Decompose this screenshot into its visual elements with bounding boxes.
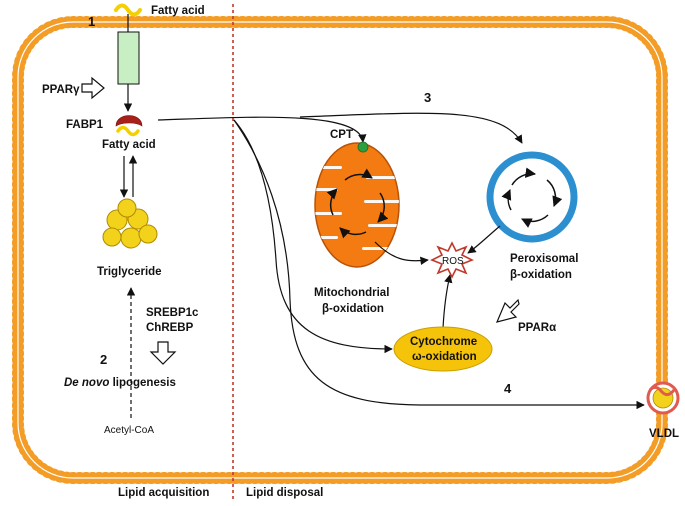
step-1-label: 1 [88,14,95,29]
mito-label-line1: Mitochondrial [314,287,389,299]
cyto-label-line1: Cytochrome [410,336,477,348]
fatty-acid-label-inner: Fatty acid [102,139,156,151]
mitochondrion [314,142,400,268]
fatty-acid-icon-top [114,3,142,17]
ppar-alpha-label: PPARα [518,322,556,334]
ros-burst-icon [430,241,474,279]
srebp-chrebp-arrow-icon [149,341,177,365]
triglyceride-label: Triglyceride [97,266,162,278]
de-novo-lipogenesis-label: De novo lipogenesis [64,377,176,389]
fatty-acid-to-peroxisome-arrow [299,112,523,144]
perox-label-line1: Peroxisomal [510,253,578,265]
fatty-acid-transporter [117,31,140,85]
cyto-label-line2: ω-oxidation [412,351,477,363]
ppar-gamma-arrow-icon [81,76,105,100]
lipid-acquisition-label: Lipid acquisition [118,487,209,499]
cell-membrane [12,16,668,484]
ppar-alpha-arrow-icon [495,298,520,323]
vldl-label: VLDL [649,428,679,440]
step-2-label: 2 [100,352,107,367]
perox-cycle-arrow-4 [501,189,512,211]
fatty-acid-to-vldl-arrow [233,119,645,410]
mito-to-ros-arrow [374,241,429,266]
peroxisome [486,151,578,243]
step-3-label: 3 [424,90,431,105]
ppar-gamma-label: PPARγ [42,84,80,96]
perox-to-ros-arrow [467,225,501,254]
fatty-acid-to-cpt-arrow [157,116,367,143]
cpt-dot [357,141,369,153]
fatty-acid-bound-icon [116,125,140,137]
perox-cycle-arrow-3 [521,214,549,228]
ros-label: ROS [442,256,464,267]
fabp1-label: FABP1 [66,119,104,131]
perox-label-line2: β-oxidation [510,269,572,281]
mito-cycle-arrow-4 [326,188,338,216]
mito-cycle-arrow-1 [344,168,373,181]
cyto-to-ros-arrow [442,274,453,329]
step-4-label: 4 [504,381,512,396]
triglyceride-droplet-icon [102,198,158,249]
vldl-particle-icon [646,381,680,415]
perox-cycle-arrow-1 [511,167,537,186]
mito-cycle-arrow-3 [339,227,367,239]
fabp1-icon [115,115,143,127]
fatty-acid-label-top: Fatty acid [151,5,205,17]
cpt-label: CPT [330,129,353,141]
chrebp-label: ChREBP [146,322,194,334]
acetyl-coa-label: Acetyl-CoA [104,425,154,436]
lipid-disposal-label: Lipid disposal [246,487,323,499]
mito-label-line2: β-oxidation [322,303,384,315]
cytochrome-ellipse [393,326,493,372]
perox-cycle-arrow-2 [546,179,563,207]
srebp1c-label: SREBP1c [146,307,199,319]
mito-cycle-arrow-2 [377,192,389,223]
